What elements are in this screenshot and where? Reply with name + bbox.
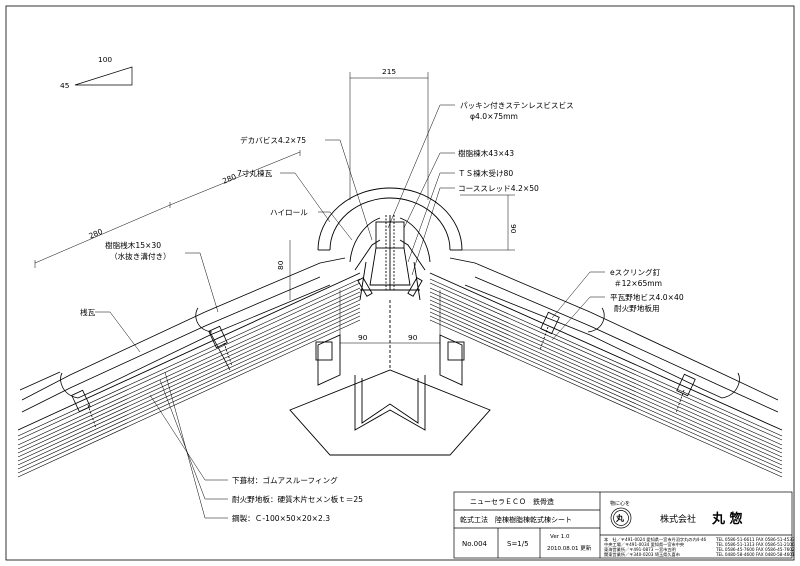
- dim-base-right: 90: [408, 333, 418, 342]
- title-block: [453, 491, 793, 559]
- dim-base-left: 90: [358, 333, 368, 342]
- steel-frame: [289, 300, 491, 456]
- label-packing-screw: パッキン付きステンレスビスビス: [460, 100, 574, 110]
- dimension-lines: [34, 72, 515, 350]
- title-version: Ver 1.0: [550, 534, 570, 540]
- label-e-ring-nail-size: ＃12×65mm: [614, 279, 662, 288]
- company-address-1: 本 社／〒491-0024 愛知県一宮市丹羽字丸の内4-46: [604, 536, 707, 543]
- left-roof-layers: [17, 272, 361, 478]
- label-flat-tile-screw-note: 耐火野地板用: [614, 303, 660, 313]
- title-method: 乾式工法 陸棟樹脂棟乾式棟シート: [460, 515, 572, 524]
- label-underlay: 下葺材：ゴムアスルーフィング: [232, 475, 338, 485]
- company-address-4: 関東営業所／〒340-0203 埼玉県久喜市: [604, 551, 680, 558]
- company-address-2: 中央工場／〒491-0034 愛知県一宮市中央: [604, 541, 685, 548]
- company-tel-1: TEL 0586-51-6611 FAX 0586-51-4533: [715, 537, 795, 542]
- right-roof-tiles: [449, 257, 779, 414]
- ridge-assembly: [317, 187, 463, 301]
- label-resin-batten-note: （水抜き溝付き）: [110, 251, 171, 261]
- label-flat-tile-screw: 平瓦野地ビス4.0×40: [610, 292, 684, 302]
- label-resin-ridge: 樹脂棟木43×43: [458, 148, 514, 158]
- company-address-3: 東海営業所／〒491-0873 一宮市五明: [604, 546, 676, 553]
- company-prefix: 株式会社: [660, 513, 696, 525]
- dim-roll-height: 90: [509, 224, 518, 234]
- title-date: 2010.08.01 更新: [547, 544, 592, 552]
- title-product: ニューセラＥＣＯ 鉄骨造: [470, 497, 554, 506]
- label-coarse-thread: コーススレッド4.2×50: [458, 184, 539, 193]
- title-scale: S=1/5: [507, 540, 529, 548]
- slope-indicator: [74, 66, 133, 86]
- company-tel-3: TEL 0586-45-7600 FAX 0586-45-7602: [715, 547, 795, 552]
- leader-lines: [95, 104, 605, 519]
- label-steel: 鋼製：Ｃ-100×50×20×2.3: [232, 513, 330, 523]
- slope-rise-label: 45: [60, 81, 70, 90]
- dim-rafter-upper: 280: [221, 172, 238, 186]
- frame-border: [5, 5, 795, 561]
- dim-top-width: 215: [382, 67, 396, 76]
- title-number: No.004: [462, 540, 488, 548]
- label-decaba-screw: デカバビス4.2×75: [240, 135, 306, 145]
- company-motto: 物に心を: [610, 500, 630, 507]
- company-tel-4: TEL 0480-58-4600 FAX 0480-58-4601: [715, 552, 795, 557]
- slope-run-label: 100: [98, 55, 112, 64]
- dim-rafter-lower: 280: [87, 227, 104, 241]
- company-tel-2: TEL 0586-51-1313 FAX 0586-51-2100: [715, 542, 795, 547]
- company-logo: 丸: [615, 513, 625, 523]
- dim-batten-height: 80: [276, 260, 285, 270]
- label-seven-sun-tile: 7寸丸棟瓦: [237, 168, 273, 178]
- company-name: 丸 惣: [711, 511, 743, 527]
- label-e-ring-nail: eスクリング釘: [610, 267, 661, 277]
- label-ts-support: ＴＳ棟木受け80: [458, 168, 513, 178]
- label-packing-screw-size: φ4.0×75mm: [470, 112, 518, 121]
- label-sangawara: 桟瓦: [80, 307, 96, 317]
- label-fireproof-board: 耐火野地板：硬質木片セメン板ｔ＝25: [232, 494, 363, 504]
- label-high-roll: ハイロール: [270, 208, 308, 217]
- label-resin-batten: 樹脂桟木15×30: [105, 240, 161, 250]
- left-roof-tiles: [19, 257, 346, 429]
- right-roof-layers: [429, 272, 783, 478]
